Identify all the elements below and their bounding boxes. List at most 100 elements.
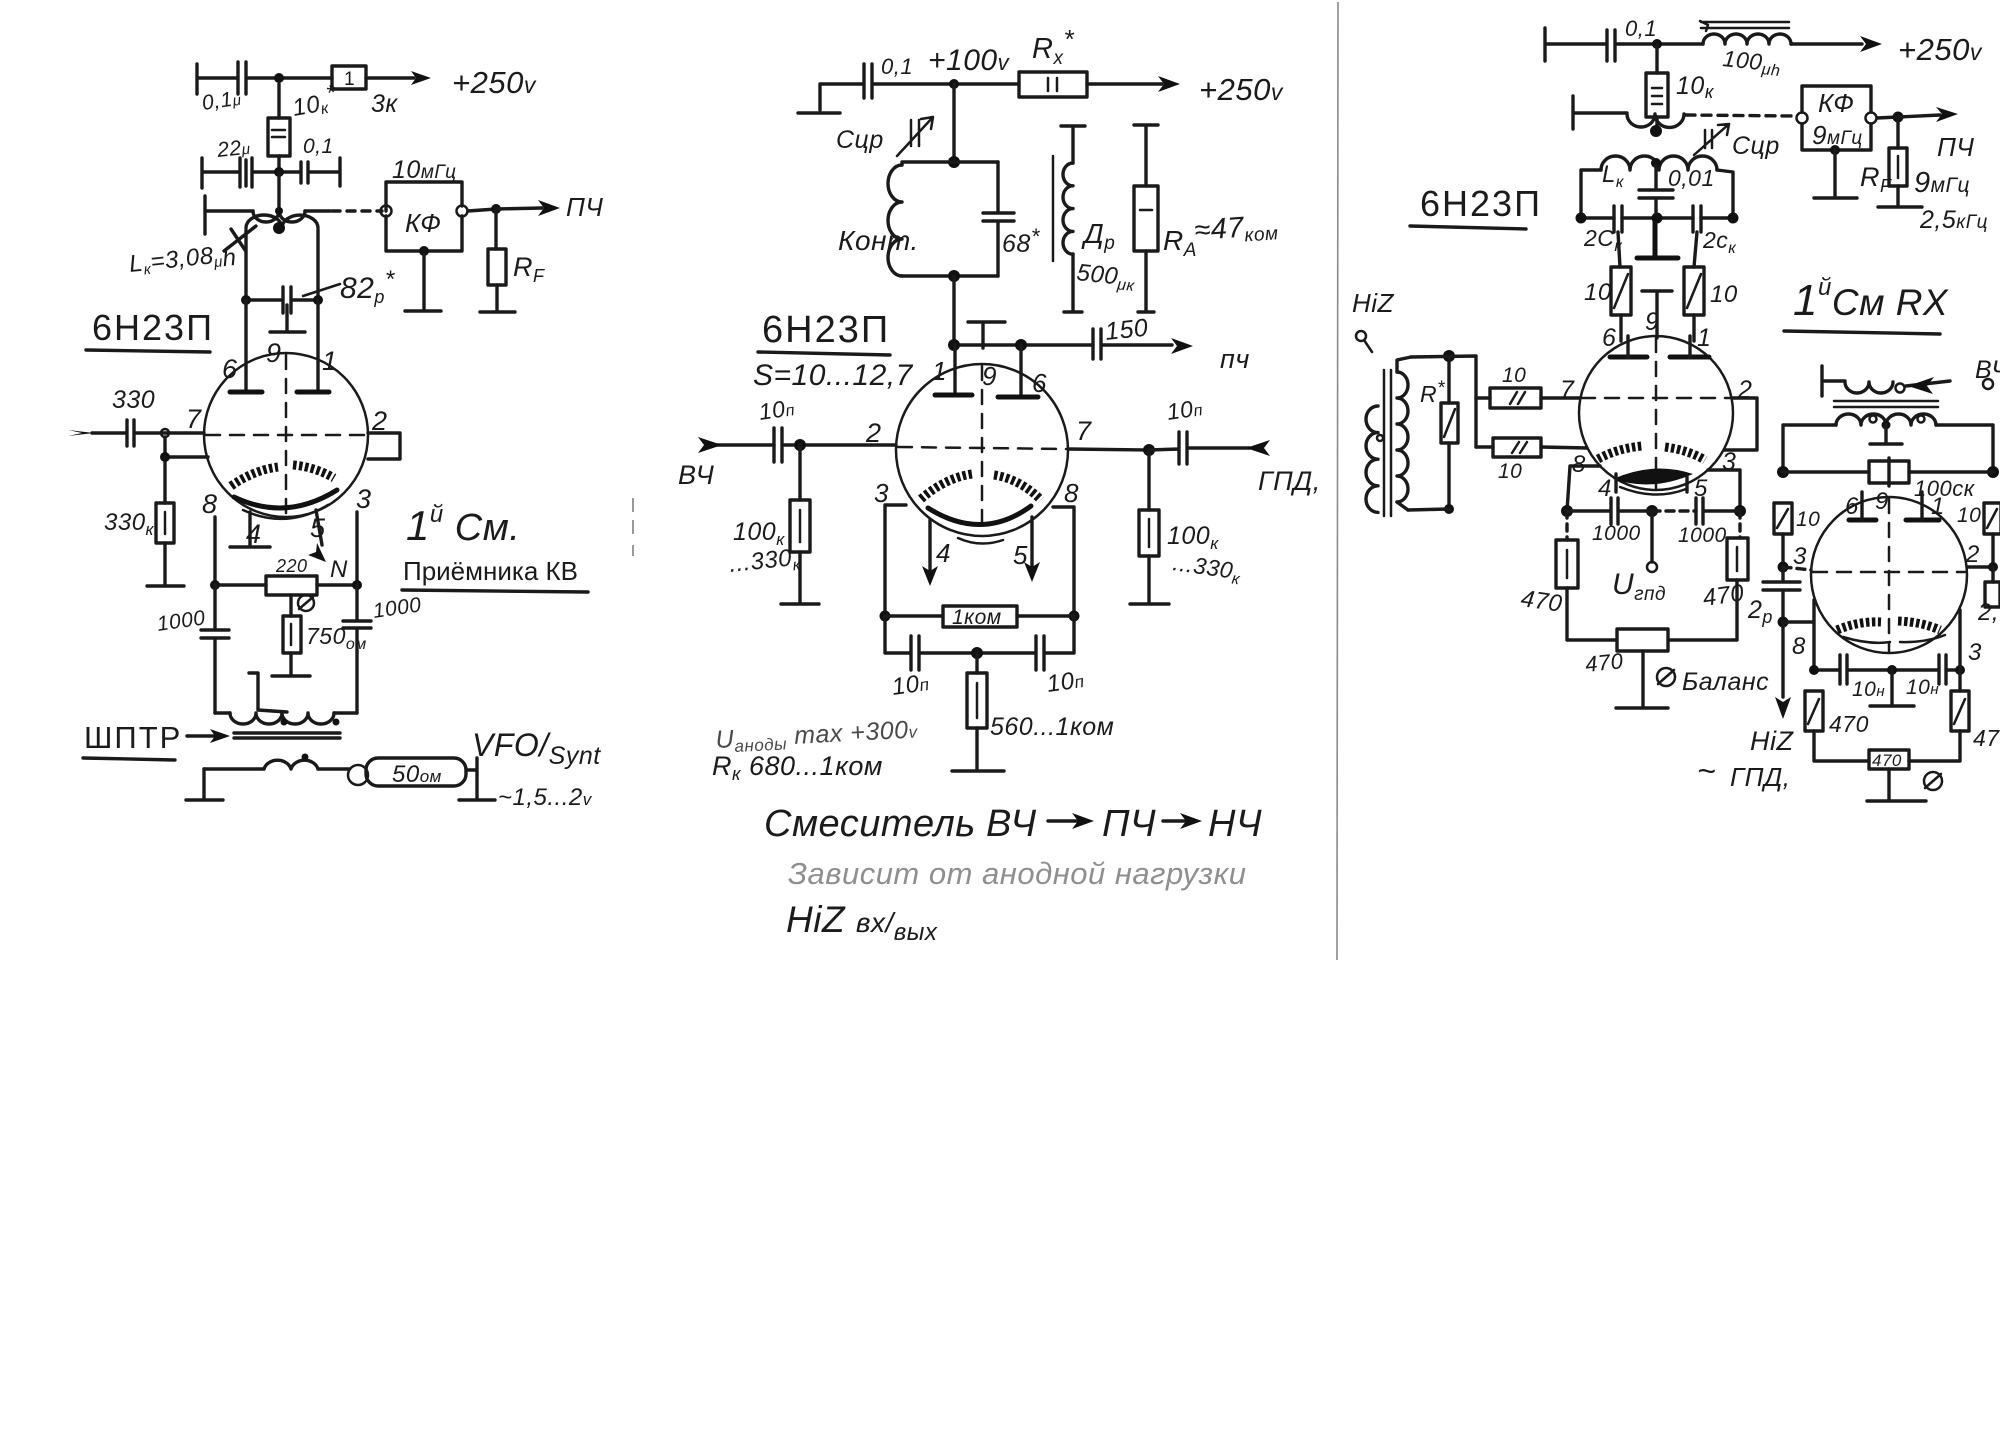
svg-text:3: 3 bbox=[356, 484, 372, 514]
svg-text:1йСм RX: 1йСм RX bbox=[1793, 274, 1949, 325]
svg-text:Зависит от анодной нагрузки: Зависит от анодной нагрузки bbox=[788, 856, 1246, 891]
svg-text:470: 470 bbox=[1829, 711, 1869, 737]
svg-text:100ск: 100ск bbox=[1914, 476, 1976, 501]
svg-text:+250v: +250v bbox=[1199, 72, 1284, 107]
svg-text:10п: 10п bbox=[1045, 666, 1086, 698]
svg-text:470: 470 bbox=[1973, 725, 2000, 751]
svg-text:1: 1 bbox=[1931, 493, 1945, 520]
svg-text:7: 7 bbox=[1560, 376, 1575, 404]
svg-text:пч: пч bbox=[1220, 344, 1250, 374]
svg-text:22μ: 22μ bbox=[215, 136, 251, 162]
svg-text:~1,5...2v: ~1,5...2v bbox=[498, 784, 593, 811]
svg-text:1: 1 bbox=[932, 356, 947, 386]
svg-text:1: 1 bbox=[344, 69, 355, 90]
svg-text:6Н23П: 6Н23П bbox=[92, 307, 214, 348]
svg-text:3: 3 bbox=[1793, 543, 1807, 570]
svg-text:8: 8 bbox=[202, 489, 218, 519]
svg-text:8: 8 bbox=[1792, 633, 1806, 660]
svg-text:Приёмника КВ: Приёмника КВ bbox=[403, 556, 578, 586]
svg-text:RA: RA bbox=[1163, 225, 1197, 261]
svg-text:HiZ: HiZ bbox=[1352, 288, 1395, 318]
svg-text:7: 7 bbox=[1076, 416, 1092, 446]
svg-text:...330к: ...330к bbox=[1171, 549, 1244, 588]
svg-text:10мГц: 10мГц bbox=[392, 156, 457, 184]
svg-text:6: 6 bbox=[1845, 493, 1859, 520]
svg-text:6Н23П: 6Н23П bbox=[762, 309, 890, 351]
svg-text:0,1: 0,1 bbox=[303, 135, 334, 158]
svg-text:470: 470 bbox=[1872, 751, 1902, 770]
svg-text:7: 7 bbox=[186, 404, 202, 434]
svg-text:10к: 10к bbox=[1676, 72, 1715, 102]
svg-text:ПЧ: ПЧ bbox=[1102, 803, 1156, 845]
svg-text:10: 10 bbox=[1502, 364, 1526, 387]
svg-text:1ком: 1ком bbox=[952, 606, 1002, 629]
svg-text:10п: 10п bbox=[1165, 394, 1204, 425]
svg-text:50ом: 50ом bbox=[392, 761, 442, 788]
svg-text:~: ~ bbox=[1697, 753, 1716, 789]
svg-text:5: 5 bbox=[1694, 475, 1708, 502]
svg-text:470: 470 bbox=[1701, 579, 1746, 612]
svg-text:1000: 1000 bbox=[1592, 522, 1641, 545]
svg-text:9: 9 bbox=[982, 361, 997, 391]
svg-text:0,1: 0,1 bbox=[1625, 16, 1657, 41]
svg-text:10п: 10п bbox=[890, 669, 931, 701]
svg-text:10: 10 bbox=[1584, 279, 1612, 306]
svg-text:+250v: +250v bbox=[1898, 32, 1983, 67]
svg-text:560...1ком: 560...1ком bbox=[990, 713, 1114, 741]
svg-text:1000: 1000 bbox=[1678, 524, 1727, 547]
svg-text:470: 470 bbox=[1584, 648, 1625, 677]
svg-text:100μh: 100μh bbox=[1721, 45, 1782, 80]
svg-text:8: 8 bbox=[1064, 478, 1079, 508]
svg-text:RF: RF bbox=[1860, 162, 1892, 196]
svg-text:2: 2 bbox=[371, 406, 388, 436]
svg-text:4: 4 bbox=[1598, 475, 1612, 502]
svg-text:2ск: 2ск bbox=[1702, 227, 1737, 257]
svg-text:+250v: +250v bbox=[452, 65, 537, 100]
svg-text:1й См.: 1й См. bbox=[406, 501, 520, 549]
svg-text:ШПТР: ШПТР bbox=[84, 720, 182, 755]
svg-text:HiZ вх/вых: HiZ вх/вых bbox=[786, 899, 938, 946]
svg-text:ПЧ: ПЧ bbox=[1937, 132, 1974, 162]
svg-text:≈47ком: ≈47ком bbox=[1193, 209, 1279, 250]
svg-text:220: 220 bbox=[275, 556, 308, 576]
svg-text:9: 9 bbox=[1875, 488, 1889, 515]
svg-text:Rx*: Rx* bbox=[1032, 24, 1074, 69]
svg-text:Смеситель: Смеситель bbox=[764, 803, 976, 845]
svg-text:10п: 10п bbox=[757, 394, 796, 425]
svg-text:4: 4 bbox=[936, 538, 951, 568]
svg-text:2,: 2, bbox=[1977, 599, 1999, 626]
svg-text:2: 2 bbox=[1965, 541, 1980, 568]
svg-text:6: 6 bbox=[1602, 324, 1616, 352]
svg-text:1: 1 bbox=[1697, 324, 1711, 352]
svg-text:Uгпд: Uгпд bbox=[1612, 568, 1666, 605]
svg-text:Lк=3,08μh: Lк=3,08μh bbox=[128, 240, 238, 282]
svg-text:6Н23П: 6Н23П bbox=[1420, 183, 1542, 224]
svg-text:ВЧ: ВЧ bbox=[986, 803, 1037, 845]
svg-text:Сцр: Сцр bbox=[1732, 132, 1780, 160]
svg-text:Баланс: Баланс bbox=[1682, 668, 1769, 696]
svg-text:0,01: 0,01 bbox=[1668, 165, 1715, 191]
svg-text:330: 330 bbox=[112, 386, 155, 414]
svg-text:ГПД,: ГПД, bbox=[1730, 762, 1791, 792]
svg-text:S=10...12,7: S=10...12,7 bbox=[753, 359, 914, 392]
svg-text:9мГц: 9мГц bbox=[1914, 167, 1970, 199]
svg-text:3: 3 bbox=[874, 478, 889, 508]
svg-text:+100v: +100v bbox=[928, 44, 1011, 77]
svg-text:VFO/Synt: VFO/Synt bbox=[472, 727, 601, 770]
svg-text:N: N bbox=[330, 556, 348, 583]
svg-text:1000: 1000 bbox=[371, 593, 422, 623]
svg-text:10: 10 bbox=[1796, 508, 1820, 531]
svg-text:Др: Др bbox=[1081, 218, 1115, 254]
svg-text:ВЧ: ВЧ bbox=[1975, 356, 2000, 384]
svg-text:10: 10 bbox=[1498, 460, 1522, 483]
svg-text:3: 3 bbox=[1722, 448, 1736, 476]
svg-text:330к: 330к bbox=[104, 509, 155, 539]
svg-text:150: 150 bbox=[1104, 314, 1150, 346]
svg-text:Конт.: Конт. bbox=[838, 225, 919, 256]
svg-text:500μк: 500μк bbox=[1075, 259, 1138, 295]
svg-text:10к*: 10к* bbox=[289, 79, 340, 122]
svg-text:Lк: Lк bbox=[1602, 161, 1625, 191]
svg-text:470: 470 bbox=[1519, 585, 1564, 618]
svg-text:RF: RF bbox=[513, 252, 545, 286]
svg-text:10н: 10н bbox=[1906, 676, 1939, 699]
